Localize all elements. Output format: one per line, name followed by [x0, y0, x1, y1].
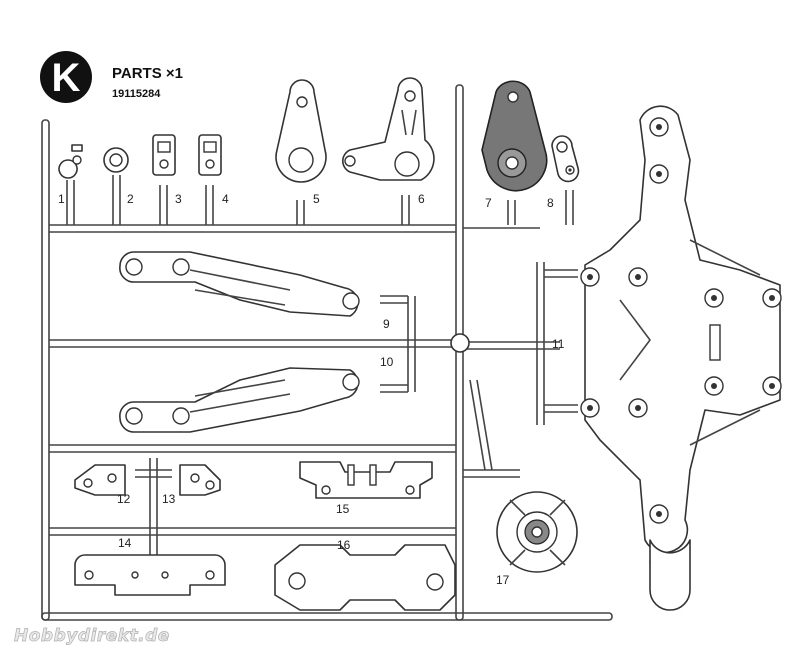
part-10	[119, 367, 360, 433]
part-number-2: 2	[127, 192, 134, 206]
part-9	[119, 251, 360, 317]
part-number-8: 8	[547, 196, 554, 210]
part-number-10: 10	[380, 355, 394, 369]
part-number-4: 4	[222, 192, 229, 206]
part-number-5: 5	[313, 192, 320, 206]
part-8	[551, 135, 580, 183]
sprue-letter: K	[52, 56, 81, 100]
watermark: Hobbydirekt.de	[14, 626, 170, 646]
part-number-12: 12	[117, 492, 131, 506]
part-number-6: 6	[418, 192, 425, 206]
part-7	[481, 80, 548, 192]
part-13	[179, 464, 221, 496]
part-2	[103, 147, 129, 173]
runner-frame	[41, 84, 613, 621]
sprue-code: 19115284	[112, 88, 161, 100]
part-number-1: 1	[58, 192, 65, 206]
part-number-14: 14	[118, 536, 132, 550]
part-16	[274, 544, 456, 611]
part-number-17: 17	[496, 573, 510, 587]
part-17	[496, 491, 578, 573]
sprue-title: PARTS ×1	[112, 65, 183, 82]
part-5	[275, 79, 327, 183]
part-3	[152, 134, 176, 176]
part-number-13: 13	[162, 492, 176, 506]
sprue-header: K PARTS ×1 19115284	[40, 51, 183, 103]
part-1	[58, 144, 83, 179]
part-11	[580, 105, 782, 611]
part-number-labels: 1 2 3 4 5 6 7 8 9 10 11 12 13 14 15 16 1…	[58, 192, 565, 587]
part-number-11: 11	[552, 337, 565, 351]
part-number-9: 9	[383, 317, 390, 331]
sprue-letter-badge	[40, 51, 92, 103]
part-12	[74, 464, 126, 496]
part-number-7: 7	[485, 196, 492, 210]
part-14	[74, 554, 226, 596]
part-number-16: 16	[337, 538, 351, 552]
part-number-15: 15	[336, 502, 350, 516]
gates	[66, 175, 574, 225]
part-15	[299, 461, 433, 499]
part-number-3: 3	[175, 192, 182, 206]
part-4	[198, 134, 222, 176]
part-6	[342, 77, 435, 181]
